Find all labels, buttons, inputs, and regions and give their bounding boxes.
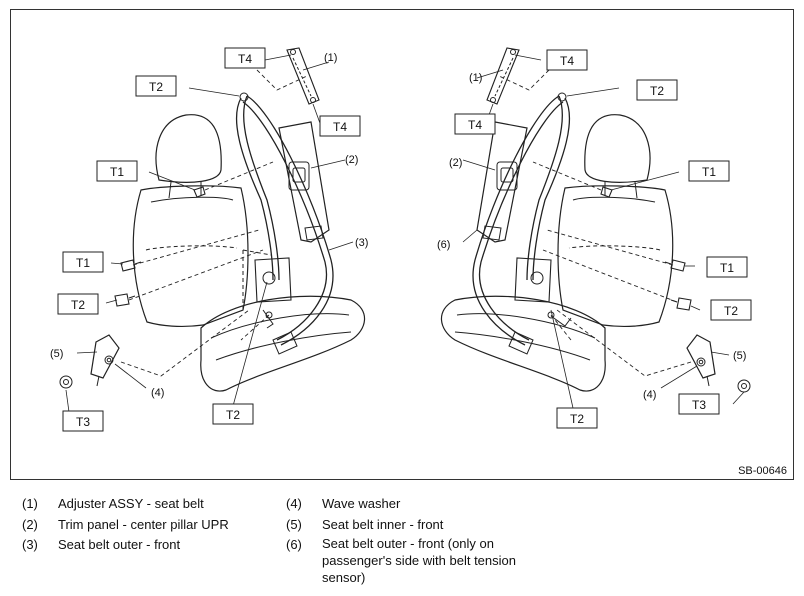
callout-number: (5)	[733, 350, 746, 362]
torque-tag: T1	[76, 256, 90, 270]
torque-tag: T1	[720, 261, 734, 275]
legend-text: Trim panel - center pillar UPR	[58, 516, 229, 532]
right-pillar-trim	[476, 121, 528, 243]
torque-tag: T2	[724, 304, 738, 318]
torque-tags-left: T4 T2 T4 T1 T1 T2 T3 T2	[57, 47, 361, 432]
right-belt	[472, 92, 571, 355]
right-retractor	[514, 257, 572, 327]
figure-frame: T4 T2 T4 T1 T1 T2 T3 T2 T4 T2 T4 T1	[10, 9, 794, 480]
torque-tag: T2	[226, 408, 240, 422]
legend-left: (1) Adjuster ASSY - seat belt (2) Trim p…	[22, 494, 308, 556]
torque-tag: T2	[650, 84, 664, 98]
callout-number: (2)	[345, 154, 358, 166]
legend-number: (6)	[286, 537, 302, 552]
left-adjuster	[286, 47, 320, 105]
legend-number: (1)	[22, 496, 38, 511]
leader-lines	[65, 54, 745, 413]
legend-text: Adjuster ASSY - seat belt	[58, 496, 204, 511]
left-belt	[235, 92, 334, 355]
left-dashed-lines	[120, 69, 308, 377]
left-pillar-trim	[278, 121, 330, 243]
callouts-right: (1) (2) (6) (5) (4)	[437, 72, 746, 401]
legend-item: (6) Seat belt outer - front (only on pas…	[286, 535, 572, 586]
legend-item: (3) Seat belt outer - front	[22, 535, 308, 556]
right-dashed-lines	[498, 69, 692, 377]
callout-number: (4)	[151, 387, 164, 399]
callout-number: (1)	[469, 72, 482, 84]
left-bolts	[114, 186, 206, 307]
torque-tag: T1	[110, 165, 124, 179]
legend-right: (4) Wave washer (5) Seat belt inner - fr…	[286, 494, 572, 586]
legend-number: (4)	[286, 496, 302, 511]
legend-text: Seat belt inner - front	[322, 516, 444, 532]
legend-number: (3)	[22, 537, 38, 552]
torque-tag: T2	[149, 80, 163, 94]
torque-tag: T2	[71, 298, 85, 312]
torque-tags-right: T4 T2 T4 T1 T1 T2 T3 T2	[454, 49, 752, 429]
torque-tag: T4	[333, 120, 347, 134]
torque-tag: T4	[468, 118, 482, 132]
legend-item: (1) Adjuster ASSY - seat belt	[22, 494, 308, 515]
legend-text: Seat belt outer - front	[58, 537, 181, 552]
left-seat	[132, 114, 366, 392]
torque-tag: T1	[702, 165, 716, 179]
callouts-left: (1) (2) (3) (5) (4)	[50, 52, 368, 399]
torque-tag: T3	[692, 398, 706, 412]
tag-box	[224, 47, 266, 69]
torque-tag: T4	[238, 52, 252, 66]
right-adjuster	[486, 47, 520, 105]
exploded-diagram: T4 T2 T4 T1 T1 T2 T3 T2 T4 T2 T4 T1	[50, 47, 752, 432]
callout-number: (3)	[355, 237, 368, 249]
callout-number: (6)	[437, 239, 450, 251]
left-retractor	[254, 257, 292, 329]
callout-number: (4)	[643, 389, 656, 401]
callout-number: (5)	[50, 348, 63, 360]
torque-tag: T4	[560, 54, 574, 68]
legend-text: Seat belt outer - front (only on passeng…	[322, 536, 516, 585]
legend-text: Wave washer	[322, 496, 401, 511]
torque-tag: T2	[570, 412, 584, 426]
legend-number: (5)	[286, 516, 302, 532]
right-bolts	[600, 186, 692, 311]
legend-item: (5) Seat belt inner - front	[286, 515, 572, 536]
callout-number: (1)	[324, 52, 337, 64]
legend-number: (2)	[22, 516, 38, 532]
left-inner-buckle	[59, 334, 120, 389]
right-inner-buckle	[686, 334, 751, 393]
right-seat	[440, 114, 674, 392]
legend-item: (2) Trim panel - center pillar UPR	[22, 515, 308, 536]
legend-item: (4) Wave washer	[286, 494, 572, 515]
figure-id-label: SB-00646	[738, 465, 787, 477]
callout-number: (2)	[449, 157, 462, 169]
torque-tag: T3	[76, 415, 90, 429]
